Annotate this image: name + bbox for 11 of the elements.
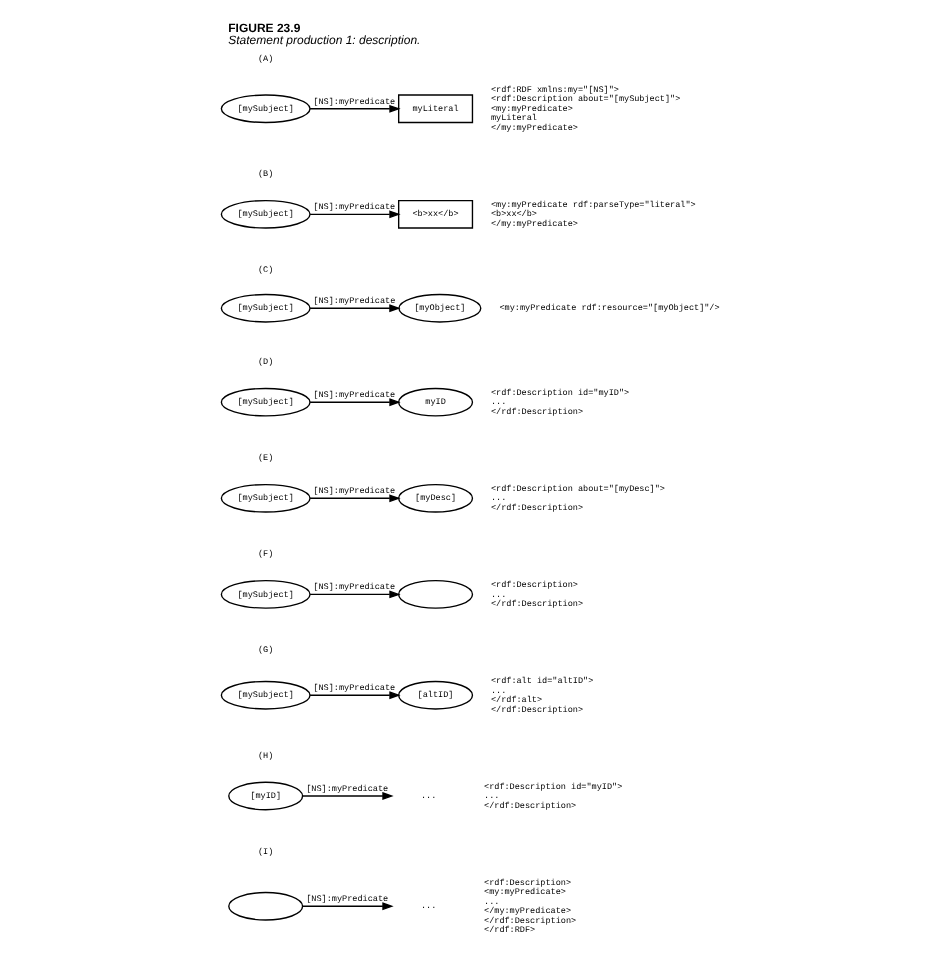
- arrow: [308, 210, 400, 219]
- arrow: [308, 494, 400, 503]
- arrow: [301, 902, 393, 911]
- arrow: [301, 792, 393, 800]
- arrow: [308, 398, 400, 407]
- arrow: [308, 590, 400, 599]
- arrow: [308, 304, 400, 313]
- arrow: [308, 691, 400, 700]
- node-ellipse: [227, 891, 303, 921]
- node-ellipse: [397, 580, 473, 609]
- arrow: [308, 104, 400, 113]
